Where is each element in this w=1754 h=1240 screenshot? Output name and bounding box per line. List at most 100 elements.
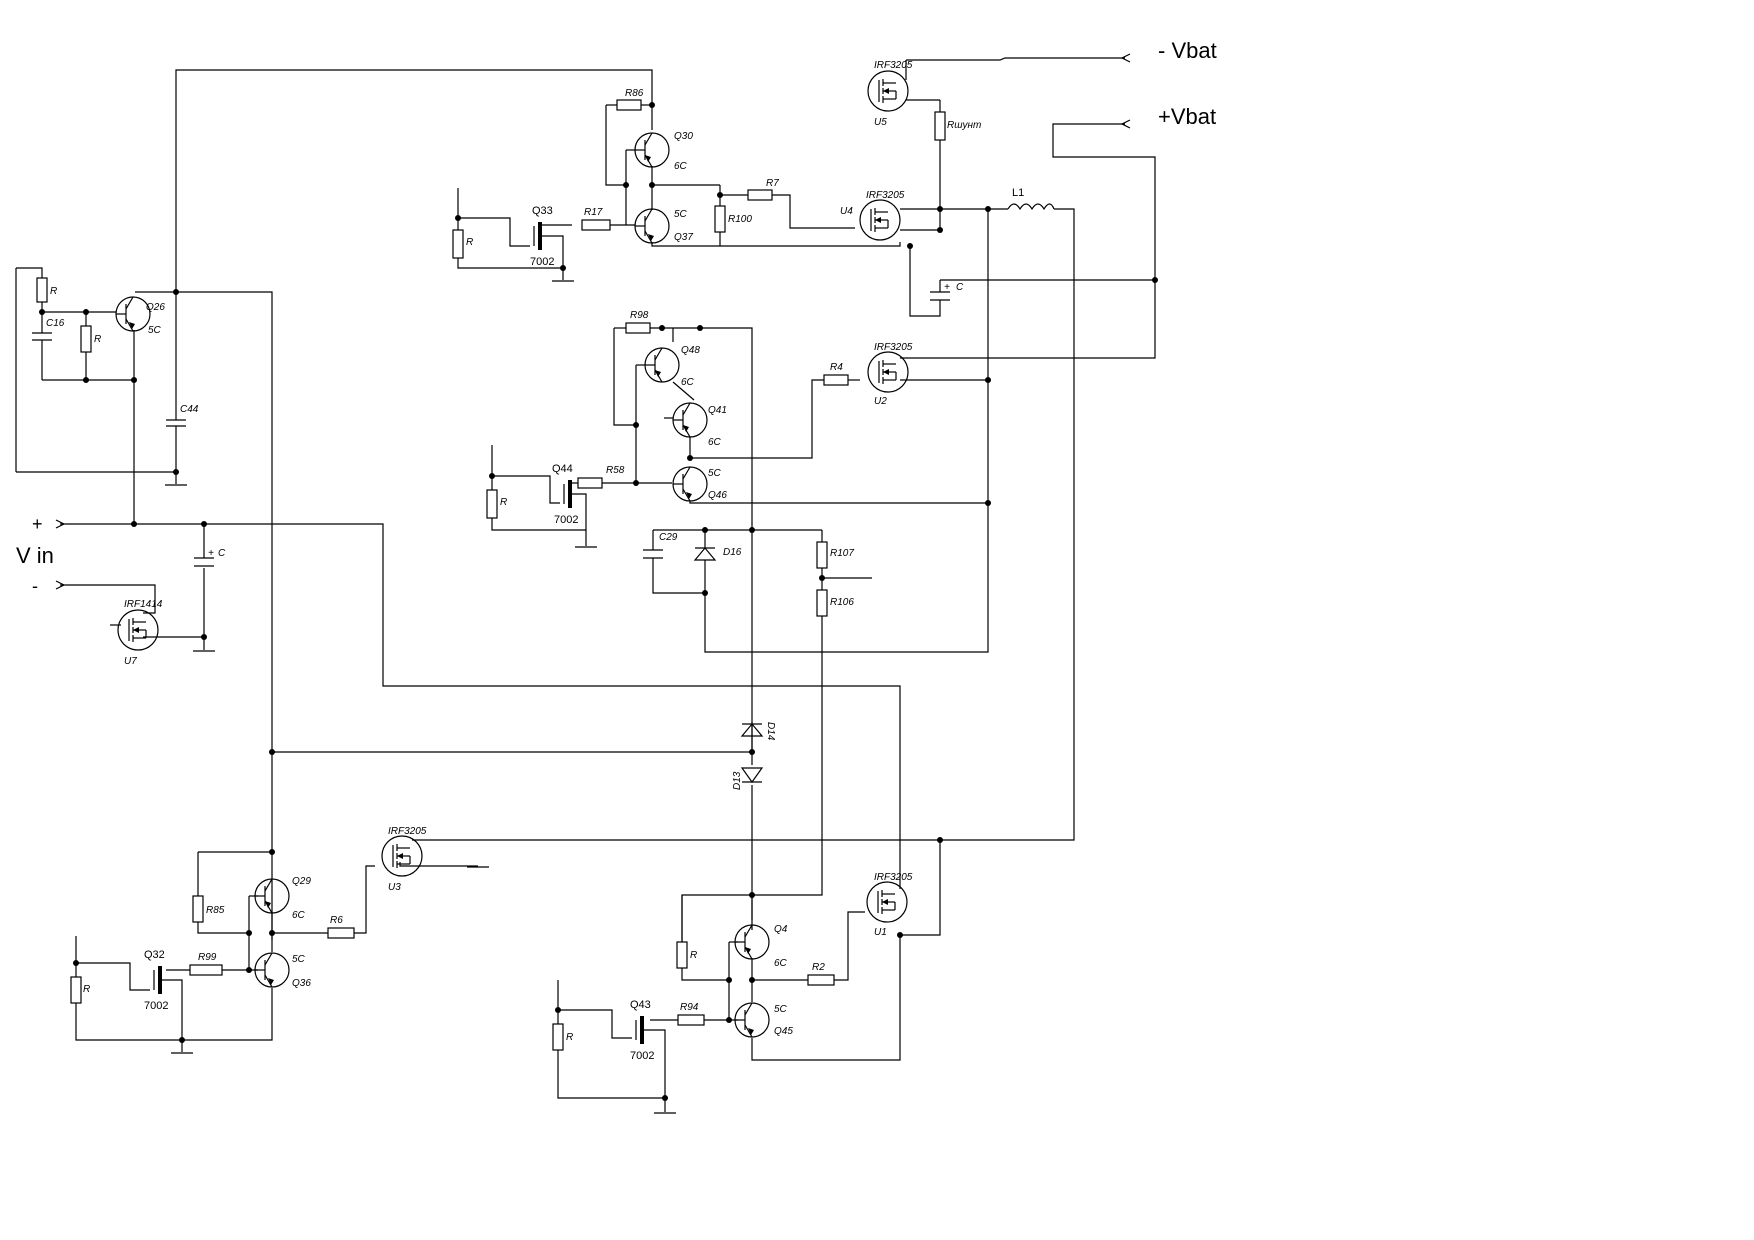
svg-text:D14: D14 xyxy=(765,722,776,741)
transistor-q30: Q30 6C xyxy=(634,131,693,172)
svg-text:7002: 7002 xyxy=(630,1050,654,1062)
svg-text:Q29: Q29 xyxy=(292,876,311,887)
transistor-q48: Q48 6C xyxy=(644,345,700,388)
svg-text:5C: 5C xyxy=(708,468,722,479)
capacitors: C16 C44 + C + C C29 xyxy=(32,282,964,567)
inductor-l1: L1 xyxy=(1007,187,1055,211)
svg-text:Q4: Q4 xyxy=(774,924,788,935)
svg-text:U3: U3 xyxy=(388,882,401,893)
mosfet-u5: IRF3205 U5 xyxy=(867,60,913,128)
vin-minus-label: - xyxy=(32,576,38,596)
svg-text:C16: C16 xyxy=(46,318,65,329)
svg-text:6C: 6C xyxy=(674,161,688,172)
svg-text:U1: U1 xyxy=(874,927,887,938)
svg-text:IRF3205: IRF3205 xyxy=(388,826,427,837)
svg-text:R: R xyxy=(690,950,697,961)
svg-text:Q46: Q46 xyxy=(708,490,727,501)
svg-text:R85: R85 xyxy=(206,905,225,916)
svg-text:Q44: Q44 xyxy=(552,463,573,475)
svg-text:U5: U5 xyxy=(874,117,887,128)
svg-text:R2: R2 xyxy=(812,962,825,973)
svg-text:L1: L1 xyxy=(1012,187,1024,199)
driver-q44: Q44 7002 xyxy=(552,463,578,526)
svg-text:7002: 7002 xyxy=(530,256,554,268)
svg-text:Q30: Q30 xyxy=(674,131,693,142)
diode-d13: D13 xyxy=(732,767,764,790)
svg-text:Rшунт: Rшунт xyxy=(947,120,981,131)
svg-text:7002: 7002 xyxy=(144,1000,168,1012)
svg-text:R94: R94 xyxy=(680,1002,699,1013)
svg-text:IRF1414: IRF1414 xyxy=(124,599,163,610)
svg-text:C29: C29 xyxy=(659,532,678,543)
svg-text:5C: 5C xyxy=(674,209,688,220)
svg-text:R86: R86 xyxy=(625,88,644,99)
diode-d14: D14 xyxy=(740,722,776,741)
svg-text:IRF3205: IRF3205 xyxy=(874,60,913,71)
svg-text:R107: R107 xyxy=(830,548,854,559)
diode-d16: D16 xyxy=(693,547,742,561)
svg-text:Q26: Q26 xyxy=(146,302,165,313)
vbat-minus-label: - Vbat xyxy=(1158,38,1217,63)
svg-text:5C: 5C xyxy=(774,1004,788,1015)
svg-text:R99: R99 xyxy=(198,952,217,963)
svg-text:6C: 6C xyxy=(292,910,306,921)
svg-text:U4: U4 xyxy=(840,206,853,217)
transistor-q37: 5C Q37 xyxy=(634,208,693,244)
svg-text:Q33: Q33 xyxy=(532,205,553,217)
transistor-q29: Q29 6C xyxy=(254,876,311,921)
svg-text:R98: R98 xyxy=(630,310,649,321)
ground-symbols xyxy=(164,280,677,1114)
driver-q33: Q33 7002 xyxy=(530,205,554,268)
svg-text:Q32: Q32 xyxy=(144,949,165,961)
mosfet-u2: IRF3205 U2 xyxy=(867,342,913,407)
svg-text:D16: D16 xyxy=(723,547,742,558)
svg-text:Q45: Q45 xyxy=(774,1026,793,1037)
driver-q32: Q32 7002 xyxy=(144,949,168,1012)
svg-text:C: C xyxy=(956,282,964,293)
svg-text:Q41: Q41 xyxy=(708,405,727,416)
svg-text:Q36: Q36 xyxy=(292,978,311,989)
vin-plus-label: + xyxy=(32,514,43,534)
svg-text:Q37: Q37 xyxy=(674,232,693,243)
mosfet-u1: IRF3205 U1 xyxy=(866,872,913,938)
svg-text:IRF3205: IRF3205 xyxy=(874,872,913,883)
svg-text:C: C xyxy=(218,548,226,559)
svg-text:IRF3205: IRF3205 xyxy=(874,342,913,353)
svg-text:R: R xyxy=(466,237,473,248)
svg-text:R: R xyxy=(566,1032,573,1043)
svg-text:R: R xyxy=(500,497,507,508)
driver-q43: Q43 7002 xyxy=(630,999,654,1062)
svg-text:R17: R17 xyxy=(584,207,603,218)
svg-text:+: + xyxy=(944,282,950,293)
svg-text:R: R xyxy=(50,286,57,297)
svg-text:R6: R6 xyxy=(330,915,343,926)
svg-text:IRF3205: IRF3205 xyxy=(866,190,905,201)
junction-dots xyxy=(39,102,1158,1101)
mosfet-u7: IRF1414 U7 xyxy=(117,599,163,667)
svg-text:R4: R4 xyxy=(830,362,843,373)
transistor-q41: Q41 6C xyxy=(672,402,727,448)
transistor-q45: 5C Q45 xyxy=(734,1002,793,1038)
svg-text:U2: U2 xyxy=(874,396,887,407)
svg-text:R100: R100 xyxy=(728,214,752,225)
transistor-q46: 5C Q46 xyxy=(672,466,727,502)
svg-text:R7: R7 xyxy=(766,178,779,189)
mosfet-u3: IRF3205 U3 xyxy=(381,826,427,893)
resistors: R86 R17 R7 R98 R58 R4 R99 R6 R2 R94 R100… xyxy=(36,88,981,1051)
svg-text:7002: 7002 xyxy=(554,514,578,526)
svg-text:C44: C44 xyxy=(180,404,199,415)
svg-text:6C: 6C xyxy=(681,377,695,388)
transistor-q36: 5C Q36 xyxy=(254,952,311,989)
transistor-q4: Q4 6C xyxy=(734,924,788,969)
svg-text:R58: R58 xyxy=(606,465,625,476)
vin-label: V in xyxy=(16,543,54,568)
svg-text:R: R xyxy=(94,334,101,345)
svg-text:D13: D13 xyxy=(732,771,743,790)
svg-text:R106: R106 xyxy=(830,597,854,608)
terminals: - Vbat +Vbat + V in - xyxy=(16,38,1217,596)
vbat-plus-label: +Vbat xyxy=(1158,104,1216,129)
svg-text:6C: 6C xyxy=(774,958,788,969)
svg-text:+: + xyxy=(208,548,214,559)
svg-text:Q43: Q43 xyxy=(630,999,651,1011)
